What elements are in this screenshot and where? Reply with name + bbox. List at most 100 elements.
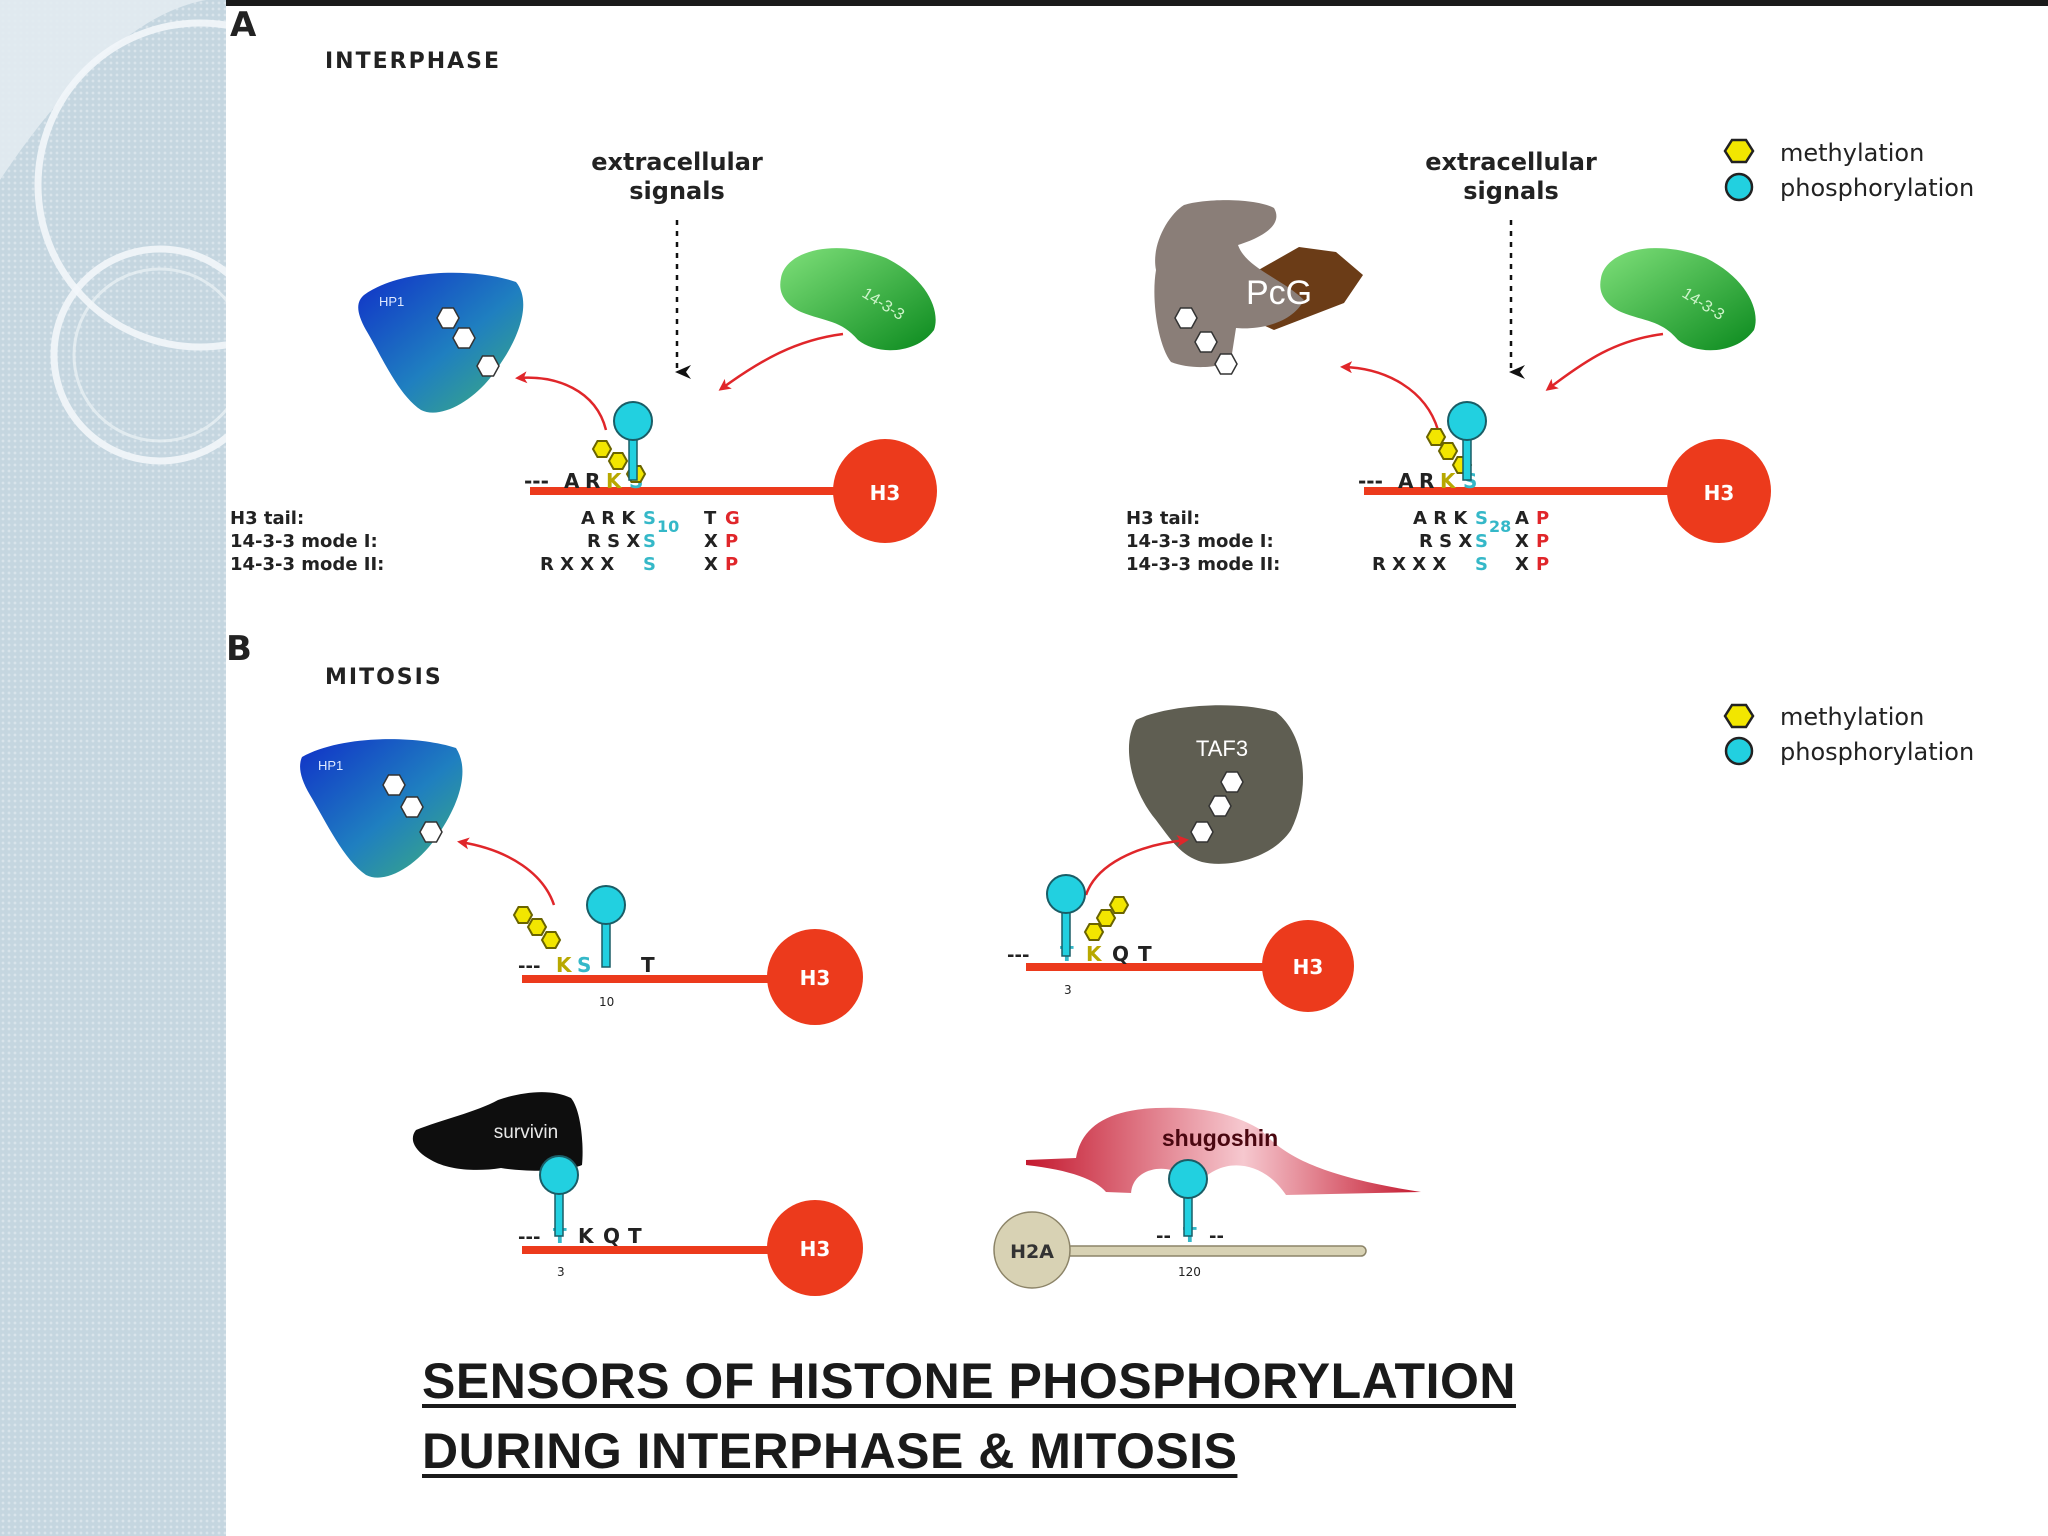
signals-line-1: extracellular bbox=[591, 148, 763, 176]
after-p: P bbox=[1536, 508, 1549, 529]
mode2-p: P bbox=[1536, 554, 1549, 575]
taf3-label: TAF3 bbox=[1196, 736, 1248, 761]
residue-position: 3 bbox=[557, 1265, 565, 1279]
tail-residue-a: A bbox=[1398, 469, 1414, 493]
methylation-legend-icon bbox=[1723, 138, 1755, 164]
h3-histone-icon bbox=[1667, 439, 1771, 543]
mode2-x: X bbox=[704, 554, 718, 575]
hp1-binding-arrow bbox=[457, 837, 556, 906]
residue-t2: T bbox=[628, 1224, 642, 1248]
mode2-row: R X X X bbox=[1372, 554, 1446, 575]
h3-label: H3 bbox=[1704, 481, 1735, 505]
mode1-p: P bbox=[725, 531, 738, 552]
histone-diagram: A INTERPHASE methylation phosphorylation… bbox=[226, 5, 1974, 1296]
phosphorylation-legend-icon bbox=[1724, 172, 1754, 202]
survivin-label: survivin bbox=[494, 1122, 558, 1143]
hp1-reader-icon bbox=[358, 272, 524, 413]
mitosis-hp1-diagram: HP1 H3 --- K S T 10 bbox=[300, 739, 863, 1025]
h3-label: H3 bbox=[800, 1237, 831, 1261]
legend-a-phosphorylation: phosphorylation bbox=[1780, 174, 1974, 202]
residue-position: 10 bbox=[599, 995, 614, 1009]
after-a: A bbox=[1515, 508, 1529, 529]
shugoshin-label: shugoshin bbox=[1162, 1125, 1278, 1151]
phospho-stem bbox=[1061, 908, 1071, 957]
mode2-row: R X X X bbox=[540, 554, 614, 575]
panel-a-letter: A bbox=[230, 5, 257, 45]
serine-row1: S bbox=[1475, 508, 1488, 529]
tail-ellipsis-left: -- bbox=[1156, 1226, 1171, 1247]
h3-row: A R K bbox=[581, 508, 636, 529]
tail-ellipsis: --- bbox=[1358, 469, 1383, 493]
interphase-right-diagram: extracellular signals PcG 14-3-3 H3 --- … bbox=[1126, 148, 1771, 575]
caption-line-2: DURING INTERPHASE & MITOSIS bbox=[422, 1423, 1238, 1479]
legend-b-phosphorylation: phosphorylation bbox=[1780, 738, 1974, 766]
phospho-stem bbox=[554, 1189, 564, 1237]
h3-row: A R K bbox=[1413, 508, 1468, 529]
mode2-x: X bbox=[1515, 554, 1529, 575]
mode2-label: 14-3-3 mode II: bbox=[1126, 554, 1280, 575]
caption-line-1: SENSORS OF HISTONE PHOSPHORYLATION bbox=[422, 1353, 1516, 1409]
pcg-binding-arrow bbox=[1340, 361, 1440, 431]
sidebar-decoration bbox=[0, 0, 226, 1536]
h3-histone-icon bbox=[1262, 920, 1354, 1012]
h3-tail-line bbox=[1026, 963, 1286, 971]
signals-line-1: extracellular bbox=[1425, 148, 1597, 176]
h2a-histone-icon bbox=[993, 1211, 1071, 1289]
panel-b-letter: B bbox=[226, 629, 252, 669]
legend-b-methylation: methylation bbox=[1780, 703, 1924, 731]
hp1-label: HP1 bbox=[379, 294, 404, 309]
h3-label: H3 bbox=[1293, 955, 1324, 979]
phosphorylation-mark-icon bbox=[1168, 1159, 1208, 1199]
mode2-p: P bbox=[725, 554, 738, 575]
tail-ellipsis: --- bbox=[518, 1227, 540, 1248]
legend-a: methylation phosphorylation bbox=[1723, 138, 1974, 202]
residue-q: Q bbox=[603, 1224, 620, 1248]
serine-row2: S bbox=[1475, 531, 1488, 552]
mode1-x: X bbox=[704, 531, 718, 552]
serine-row1: S bbox=[643, 508, 656, 529]
panel-b-title: MITOSIS bbox=[325, 665, 443, 690]
serine-row2: S bbox=[643, 531, 656, 552]
phosphorylation-mark-icon bbox=[586, 885, 626, 925]
survivin-reader-icon bbox=[412, 1092, 583, 1171]
top-rule bbox=[226, 0, 2048, 6]
h2a-label: H2A bbox=[1010, 1241, 1054, 1263]
residue-k: K bbox=[1086, 942, 1103, 966]
phosphorylation-mark-icon bbox=[539, 1155, 579, 1195]
h3-tail-line bbox=[530, 487, 850, 495]
tail-ellipsis: --- bbox=[518, 956, 540, 977]
mitosis-taf3-diagram: TAF3 H3 --- T K Q T 3 bbox=[1007, 705, 1354, 1012]
legend-b: methylation phosphorylation bbox=[1723, 703, 1974, 766]
tail-residue-k: K bbox=[606, 469, 623, 493]
tail-residue-r: R bbox=[585, 469, 600, 493]
mode1-label: 14-3-3 mode I: bbox=[230, 531, 378, 552]
hp1-binding-arrow bbox=[515, 371, 608, 431]
adaptor-binding-arrow bbox=[718, 332, 844, 391]
residue-t: T bbox=[641, 953, 655, 977]
residue-q: Q bbox=[1112, 942, 1129, 966]
h3-label: H3 bbox=[800, 966, 831, 990]
mode1-p: P bbox=[1536, 531, 1549, 552]
residue-position: 3 bbox=[1064, 983, 1072, 997]
tail-ellipsis-right: -- bbox=[1209, 1226, 1224, 1247]
residue-position: 120 bbox=[1178, 1265, 1201, 1279]
h3-histone-icon bbox=[767, 929, 863, 1025]
mode2-label: 14-3-3 mode II: bbox=[230, 554, 384, 575]
h3-tail-label: H3 tail: bbox=[1126, 508, 1200, 529]
methylation-legend-icon bbox=[1723, 703, 1755, 729]
mitosis-shugoshin-diagram: shugoshin H2A -- T -- 120 bbox=[993, 1107, 1421, 1289]
mode1-row: R S X bbox=[1419, 531, 1472, 552]
shugoshin-reader-icon bbox=[1026, 1107, 1421, 1195]
mode1-label: 14-3-3 mode I: bbox=[1126, 531, 1274, 552]
adaptor-14-3-3-icon bbox=[780, 248, 936, 351]
mode1-row: R S X bbox=[587, 531, 640, 552]
tail-residue-k: K bbox=[1440, 469, 1457, 493]
taf3-binding-arrow bbox=[1084, 834, 1189, 896]
phosphorylation-mark-icon bbox=[1447, 401, 1487, 441]
residue-t2: T bbox=[1138, 942, 1152, 966]
taf3-reader-icon bbox=[1128, 705, 1303, 864]
phosphorylation-legend-icon bbox=[1724, 736, 1754, 766]
h3-histone-icon bbox=[833, 439, 937, 543]
h3-tail-label: H3 tail: bbox=[230, 508, 304, 529]
residue-k: K bbox=[578, 1224, 595, 1248]
